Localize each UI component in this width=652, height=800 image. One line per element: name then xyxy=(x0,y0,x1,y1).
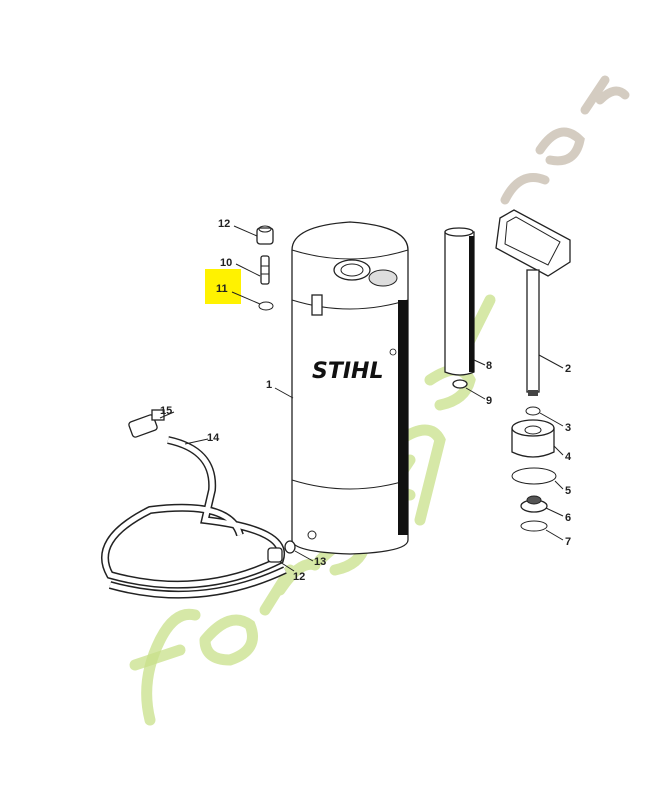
tank-part-1[interactable]: STIHL xyxy=(291,221,409,555)
callout-3: 3 xyxy=(565,422,571,434)
o-ring-part-7[interactable] xyxy=(520,520,548,532)
stihl-logo: STIHL xyxy=(312,359,383,384)
screw-cap-part-4[interactable] xyxy=(511,419,555,458)
callout-14: 14 xyxy=(207,432,220,444)
callout-9: 9 xyxy=(486,395,492,407)
gasket-part-5[interactable] xyxy=(511,467,557,485)
callout-12-bottom: 12 xyxy=(293,571,305,583)
pump-cylinder-part-8[interactable] xyxy=(444,227,475,376)
nipple-part-10[interactable] xyxy=(260,255,270,285)
hose-part-14[interactable] xyxy=(101,436,287,599)
callout-11: 11 xyxy=(216,283,228,295)
callout-4: 4 xyxy=(565,451,572,463)
pump-handle-part-2[interactable] xyxy=(495,209,571,396)
callout-15: 15 xyxy=(160,405,172,417)
o-ring-part-11[interactable] xyxy=(258,301,274,311)
callout-1: 1 xyxy=(266,379,272,391)
nut-part-12-bottom[interactable] xyxy=(267,547,283,563)
nut-part-12[interactable] xyxy=(256,225,274,245)
callout-labels: 12 10 11 1 8 2 9 3 4 5 6 7 15 14 12 13 xyxy=(160,218,572,583)
callout-13: 13 xyxy=(314,556,326,568)
registered-mark xyxy=(389,348,397,356)
highlight-box xyxy=(205,269,241,304)
hose-coupling-part-15[interactable] xyxy=(128,409,165,438)
callout-12-top: 12 xyxy=(218,218,230,230)
callout-2: 2 xyxy=(565,363,571,375)
callout-5: 5 xyxy=(565,485,571,497)
o-ring-part-3[interactable] xyxy=(525,406,541,416)
callout-6: 6 xyxy=(565,512,571,524)
leader-lines xyxy=(159,225,564,572)
callout-10: 10 xyxy=(220,257,232,269)
valve-part-6[interactable] xyxy=(520,495,548,513)
seal-part-13[interactable] xyxy=(284,540,296,554)
callout-8: 8 xyxy=(486,360,492,372)
washer-part-9[interactable] xyxy=(452,379,468,389)
callout-7: 7 xyxy=(565,536,571,548)
